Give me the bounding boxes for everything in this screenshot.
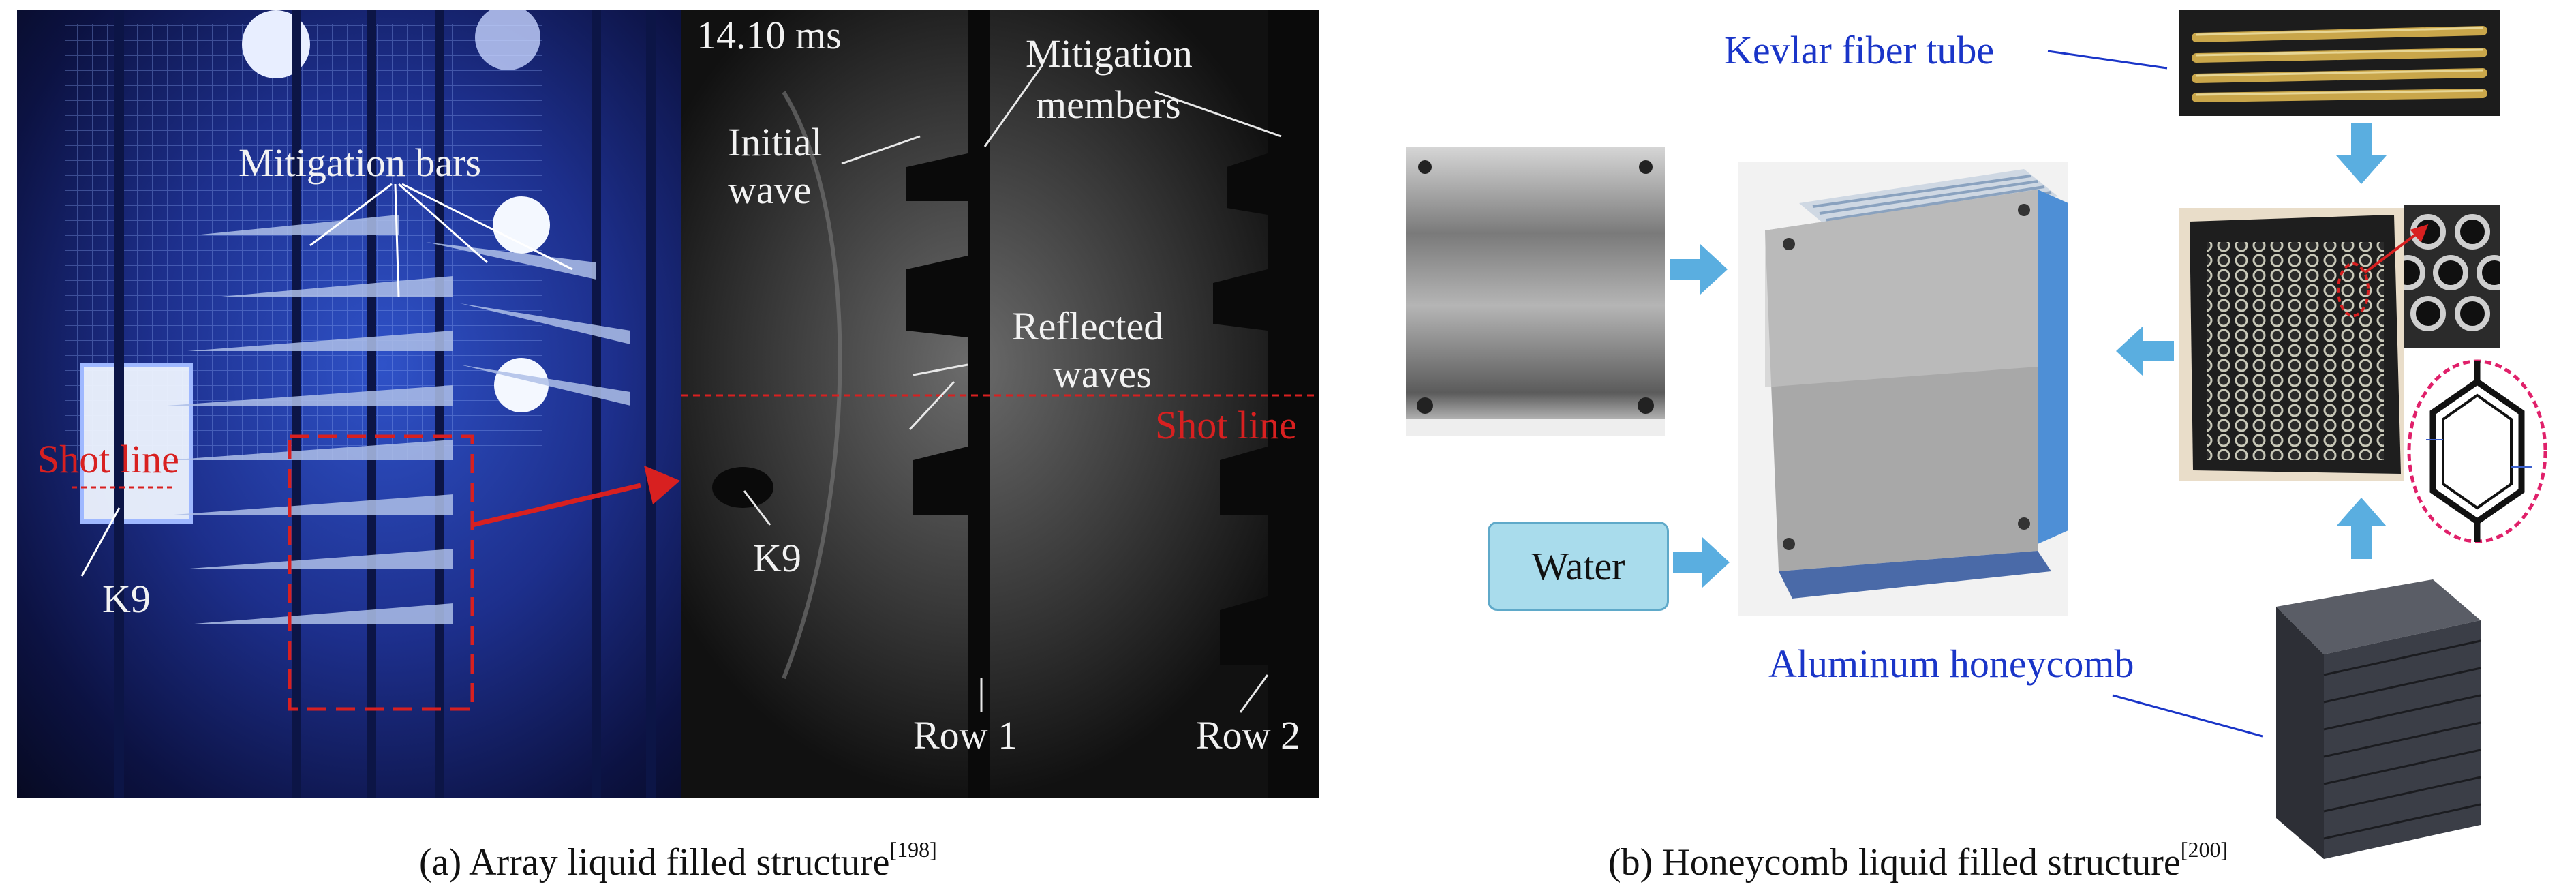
caption-b-ref: [200] [2180, 837, 2228, 862]
row1-label: Row 1 [913, 713, 1018, 757]
aluminum-plate-photo [1406, 147, 1665, 436]
caption-a: (a) Array liquid filled structure[198] [419, 839, 937, 881]
initial-wave-line2: wave [728, 168, 812, 212]
kevlar-tube-photo [2179, 10, 2500, 116]
caption-b: (b) Honeycomb liquid filled structure[20… [1608, 839, 2228, 881]
caption-a-text: (a) Array liquid filled structure [419, 841, 890, 884]
kevlar-label: Kevlar fiber tube [1724, 28, 1995, 72]
honeycomb-kevlar-photo [2179, 208, 2404, 481]
left-shot-line-label: Shot line [37, 437, 179, 481]
array-photo-art [65, 10, 656, 798]
left-k9-label: K9 [102, 577, 151, 621]
closeup-art [2404, 214, 2500, 331]
row2-label: Row 2 [1196, 713, 1301, 757]
high-speed-frame-art [681, 10, 1319, 798]
water-box: Water [1488, 522, 1669, 611]
high-speed-frame: 14.10 ms Mitigation members Initial wave… [681, 10, 1319, 798]
box-art [1738, 162, 2068, 616]
kevlar-art [2192, 26, 2487, 102]
honeycomb-kevlar-art [2190, 215, 2401, 474]
reflected-waves-line1: Reflected [1012, 304, 1164, 348]
hexagon-diagram [2406, 358, 2549, 545]
water-label: Water [1531, 544, 1625, 588]
middle-k9-label: K9 [753, 536, 801, 580]
caption-b-text: (b) Honeycomb liquid filled structure [1608, 841, 2181, 884]
caption-a-ref: [198] [889, 837, 937, 862]
array-photo: Mitigation bars Shot line K9 [17, 10, 681, 798]
initial-wave-line1: Initial [728, 120, 823, 164]
honeycomb-closeup-photo [2404, 205, 2500, 348]
aluminum-honeycomb-label: Aluminum honeycomb [1768, 641, 2134, 686]
mitigation-members-line1: Mitigation [1026, 31, 1193, 76]
aluminum-honeycomb-photo [2263, 579, 2487, 866]
mitigation-bars-label: Mitigation bars [239, 140, 482, 185]
hexagon-art [2407, 359, 2547, 543]
reflected-waves-line2: waves [1053, 352, 1152, 396]
timestamp: 14.10 ms [696, 13, 842, 57]
middle-shot-line-label: Shot line [1155, 403, 1297, 447]
plate-screws [1406, 160, 1665, 436]
al-honeycomb-art [2276, 579, 2481, 859]
mitigation-members-line2: members [1036, 82, 1181, 127]
assembled-box-photo [1738, 162, 2068, 616]
